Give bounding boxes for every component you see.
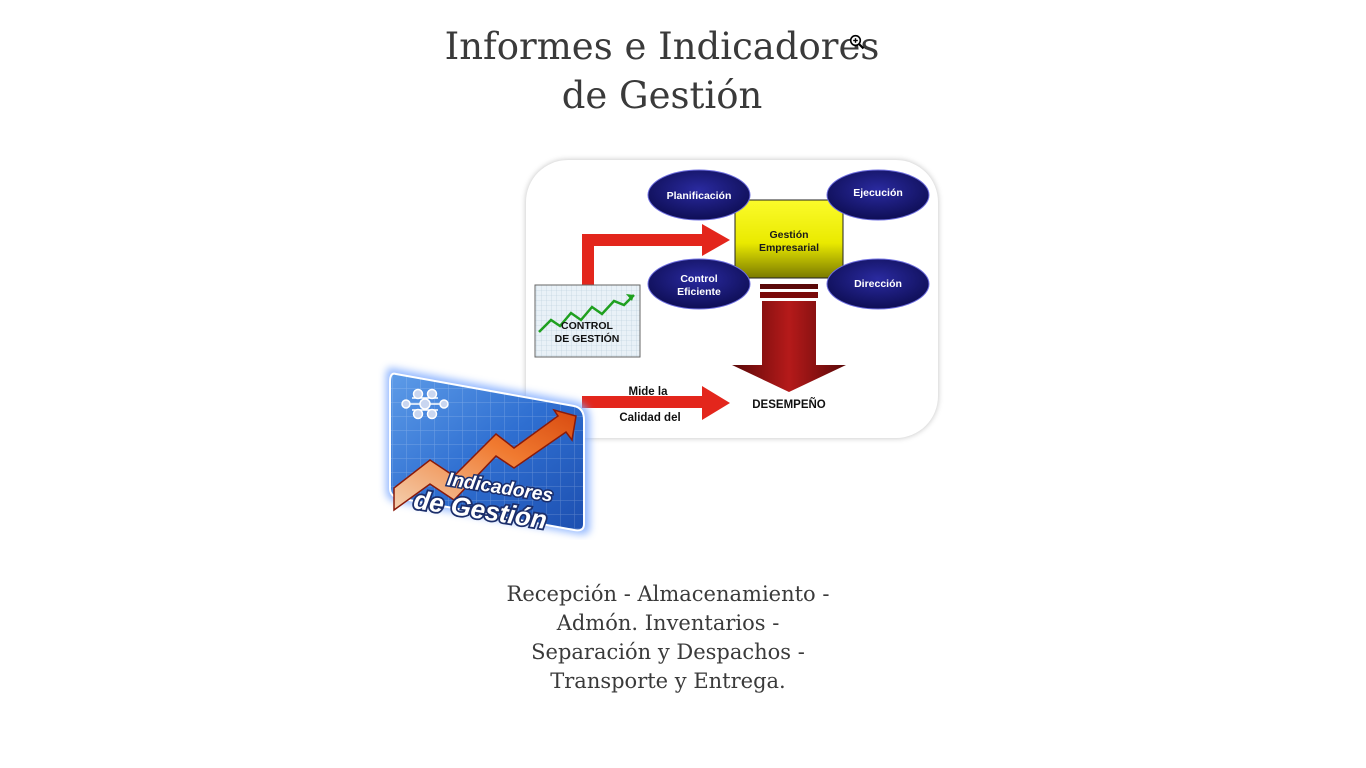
control-gestion-label-2: DE GESTIÓN: [555, 332, 620, 345]
control-eficiente-ellipse: [647, 258, 751, 310]
control-eficiente-label-2: Eficiente: [677, 286, 721, 298]
desempeno-label: DESEMPEÑO: [752, 398, 826, 411]
red-arrow-lower: [582, 340, 730, 420]
gestion-label-1: Gestión: [769, 229, 808, 241]
rising-arrow: [393, 408, 577, 512]
title-line-1: Informes e Indicadores: [444, 25, 880, 68]
process-line-3: Separación y Despachos -: [531, 640, 805, 664]
process-line-4: Transporte y Entrega.: [550, 669, 786, 693]
direccion-label: Dirección: [854, 278, 902, 290]
planificacion-ellipse: [647, 169, 751, 221]
process-line-1: Recepción - Almacenamiento -: [506, 582, 830, 606]
mide-label-1: Mide la: [629, 386, 669, 398]
molecule-icon: [401, 388, 449, 420]
planificacion-label: Planificación: [667, 190, 732, 202]
process-line-2: Admón. Inventarios -: [556, 611, 780, 635]
zoom-in-cursor-icon: [849, 34, 865, 50]
gestion-label-2: Empresarial: [759, 242, 819, 254]
process-description: Recepción - Almacenamiento - Admón. Inve…: [438, 580, 898, 696]
direccion-ellipse: [826, 258, 930, 310]
gestion-diagram: Gestión Empresarial Planificación Ejecuc…: [526, 160, 938, 438]
control-eficiente-label-1: Control: [680, 273, 717, 285]
ejecucion-ellipse: [826, 169, 930, 221]
title-line-2: de Gestión: [561, 74, 763, 117]
ejecucion-label: Ejecución: [853, 187, 903, 199]
desempeno-bar-2: [760, 292, 818, 298]
control-gestion-trend: [538, 294, 635, 333]
red-arrow-upper: [582, 224, 730, 285]
mide-label-2: Calidad del: [619, 412, 680, 424]
page-title: Informes e Indicadores de Gestión: [0, 22, 1324, 120]
control-gestion-label-1: CONTROL: [561, 320, 613, 332]
indicadores-badge: Indicadores de Gestión: [378, 360, 602, 540]
gestion-empresarial-box: [734, 199, 844, 279]
desempeno-arrow: [732, 301, 846, 392]
desempeno-bar-1: [760, 284, 818, 289]
